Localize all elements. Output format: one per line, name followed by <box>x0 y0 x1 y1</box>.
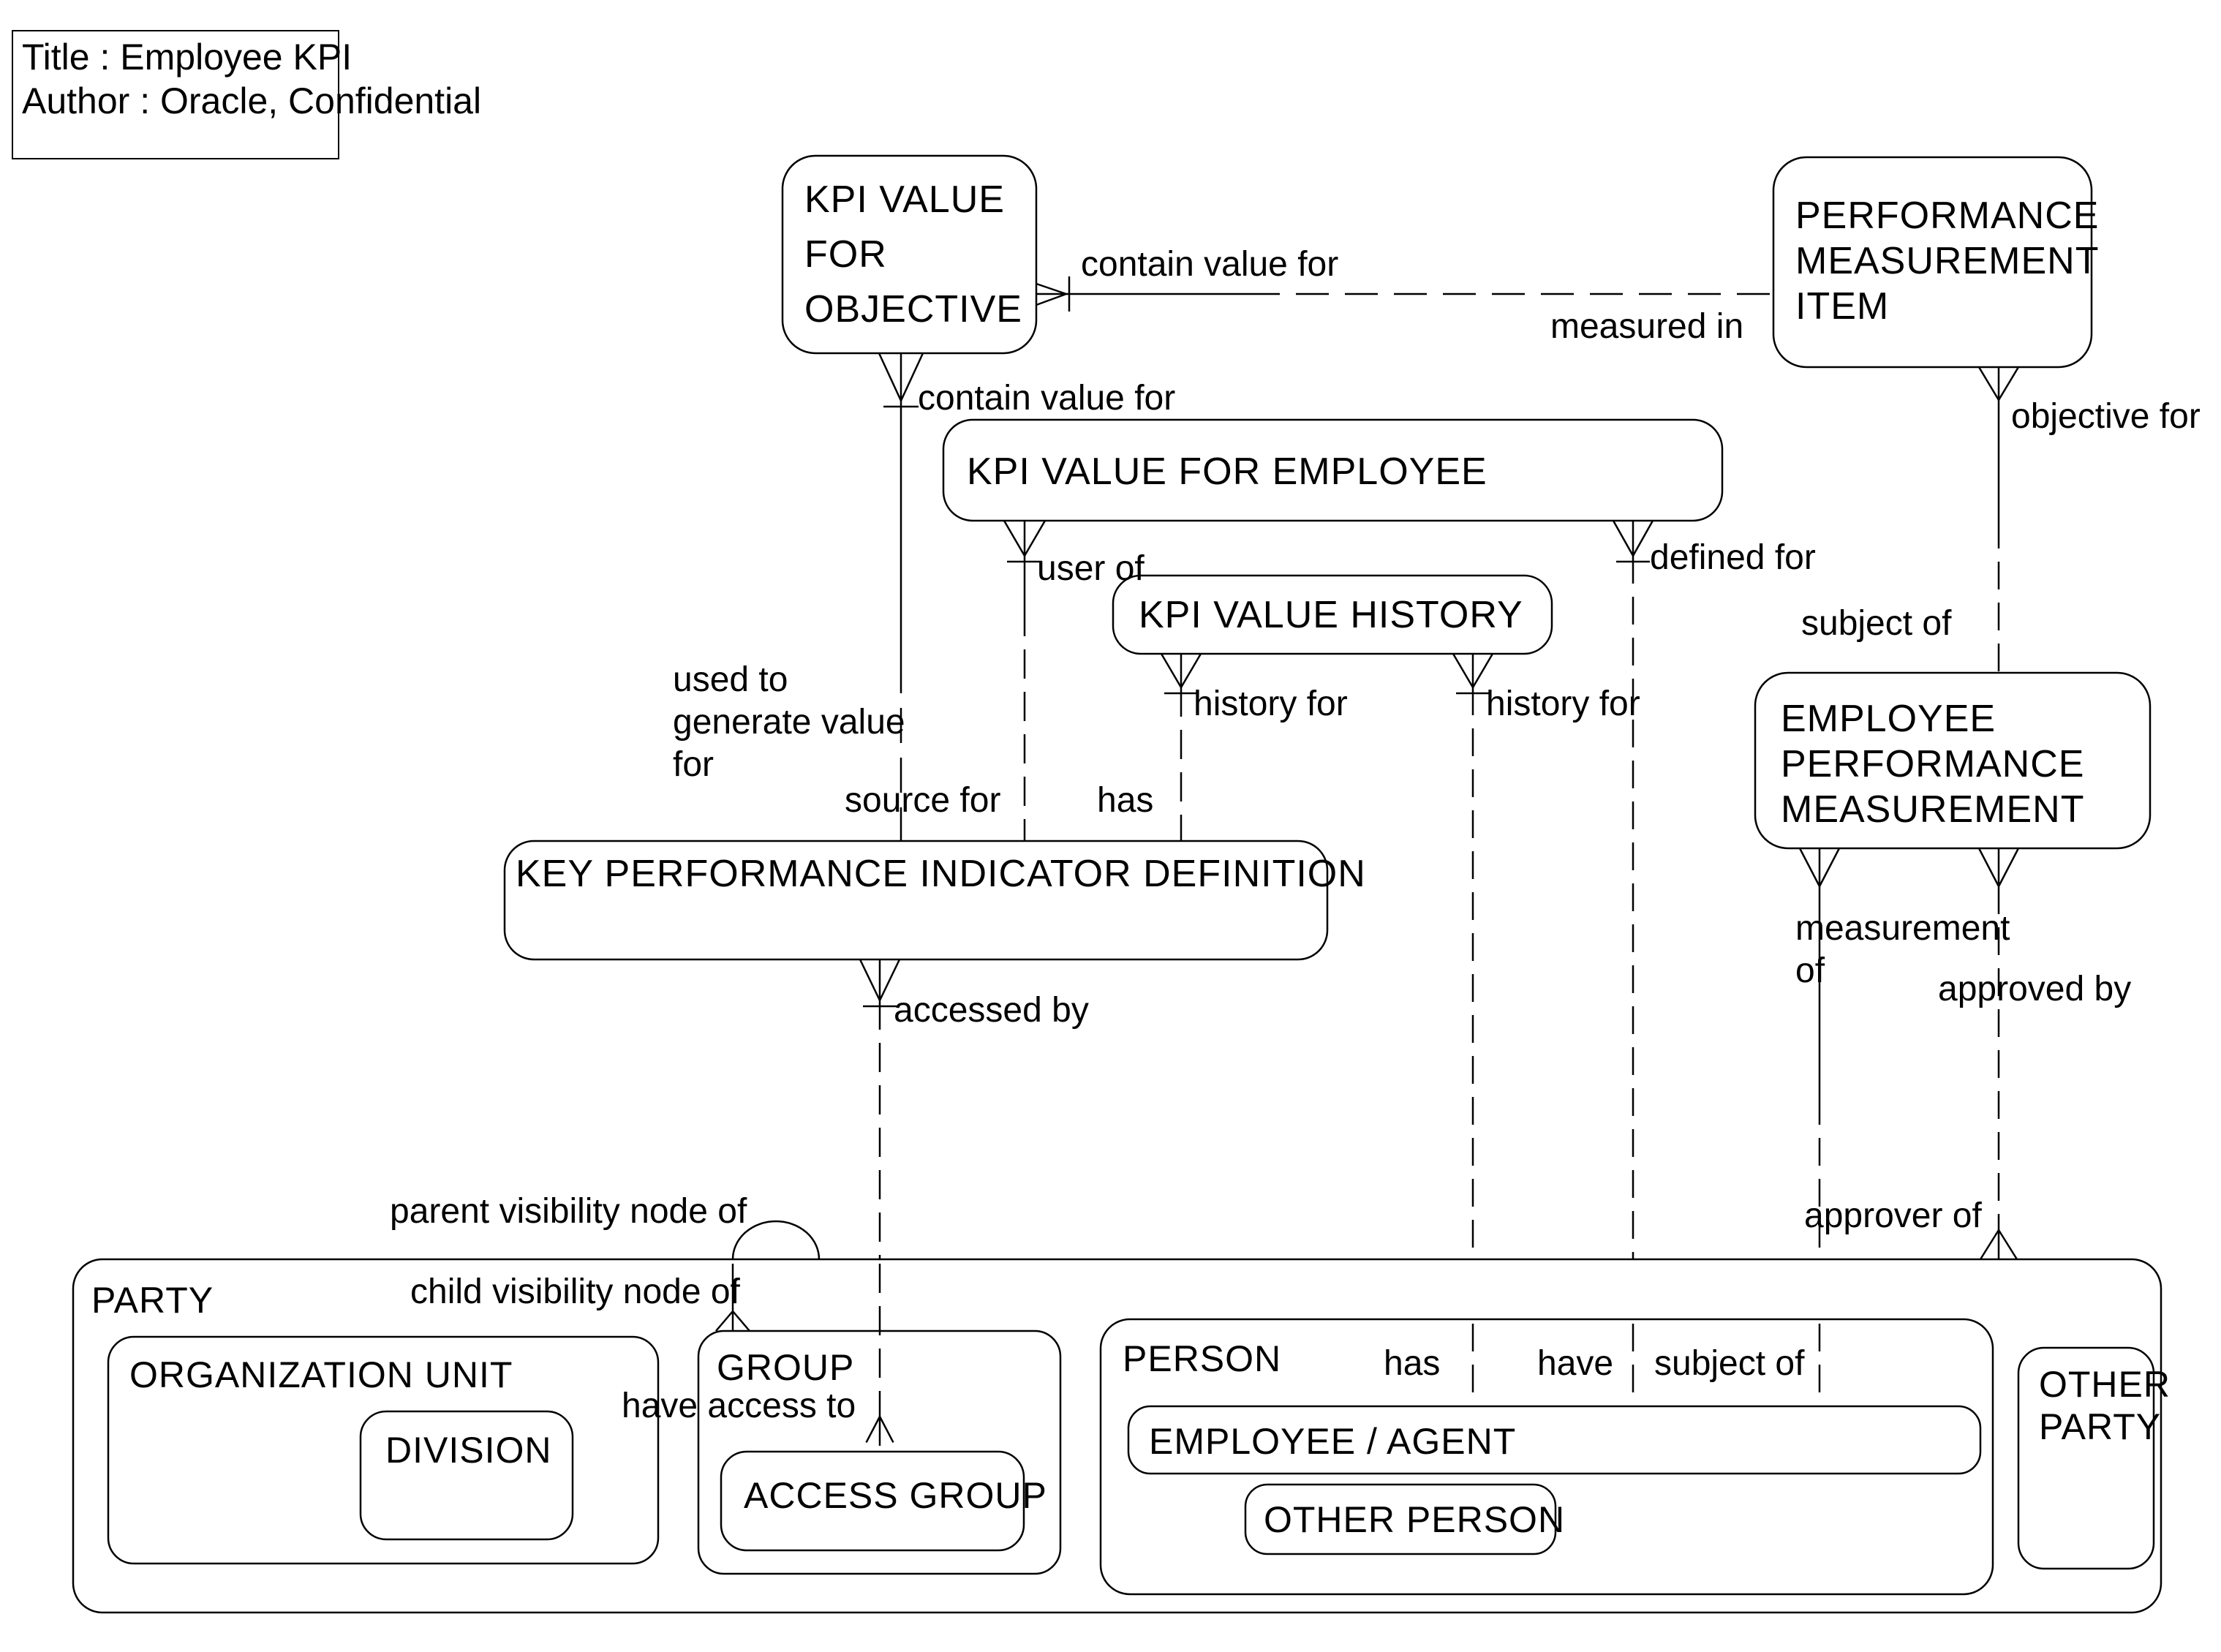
label-has-person: has <box>1384 1344 1440 1383</box>
entity-kpi-value-for-objective <box>781 154 1038 355</box>
organization-unit-label: ORGANIZATION UNIT <box>129 1354 513 1395</box>
kve-label: KPI VALUE FOR EMPLOYEE <box>967 450 1487 493</box>
label-has-mid: has <box>1097 781 1153 820</box>
label-child-visibility-node-of: child visibility node of <box>410 1272 741 1311</box>
entity-other-party <box>2017 1346 2155 1570</box>
entity-key-performance-indicator-definition <box>503 840 1329 961</box>
crowsfoot-kvo-bottom <box>878 352 924 408</box>
crowsfoot-epm-right <box>1977 848 2020 887</box>
entity-employee-agent <box>1127 1405 1982 1475</box>
diagram-title: Title : Employee KPI <box>22 37 352 78</box>
pmi-label-line3: ITEM <box>1795 285 1889 328</box>
label-measurement-of-line1: measurement <box>1795 909 2010 948</box>
crowsfoot-kve-right <box>1612 520 1654 563</box>
label-subject-of-person: subject of <box>1654 1344 1805 1383</box>
crowsfoot-epm-left <box>1798 848 1841 887</box>
label-objective-for: objective for <box>2011 397 2201 436</box>
label-contain-value-for-vertical: contain value for <box>918 379 1175 418</box>
other-party-label-line2: PARTY <box>2039 1406 2161 1447</box>
epm-label-line3: MEASUREMENT <box>1781 788 2084 831</box>
other-person-label: OTHER PERSON <box>1264 1499 1565 1540</box>
kpid-label: KEY PERFORMANCE INDICATOR DEFINITION <box>516 853 1366 895</box>
pmi-label-line1: PERFORMANCE <box>1795 195 2099 237</box>
entity-kpi-value-for-employee <box>942 418 1724 522</box>
recursive-arc-party <box>731 1220 821 1260</box>
access-group-label: ACCESS GROUP <box>744 1475 1047 1516</box>
line-accessed-by-into-group <box>860 1264 900 1452</box>
label-used-to-generate-line1: used to <box>673 660 788 699</box>
kvh-label: KPI VALUE HISTORY <box>1139 594 1523 636</box>
label-contain-value-for-horizontal: contain value for <box>1081 245 1338 284</box>
crowsfoot-kvh-left <box>1160 653 1202 695</box>
entity-other-person <box>1244 1483 1557 1555</box>
party-label: PARTY <box>91 1280 214 1321</box>
label-history-for-right: history for <box>1486 684 1640 723</box>
entity-access-group <box>720 1450 1025 1552</box>
label-history-for-left: history for <box>1194 684 1348 723</box>
epm-label-line2: PERFORMANCE <box>1781 743 2084 785</box>
label-user-of: user of <box>1037 549 1145 588</box>
label-approver-of: approver of <box>1804 1196 1982 1235</box>
entity-division <box>359 1410 574 1541</box>
title-box <box>12 30 339 159</box>
entity-performance-measurement-item <box>1772 156 2093 369</box>
kvo-label-line2: FOR <box>804 233 887 276</box>
epm-label-line1: EMPLOYEE <box>1781 698 1996 740</box>
group-label: GROUP <box>717 1347 854 1388</box>
kvo-label-line1: KPI VALUE <box>804 178 1005 221</box>
relationship-labels: contain value for measured in contain va… <box>390 245 2201 1425</box>
label-subject-of-top: subject of <box>1801 604 1952 643</box>
crowsfoot-kvh-right <box>1452 653 1494 695</box>
label-used-to-generate-line3: for <box>673 745 714 784</box>
label-measured-in: measured in <box>1550 307 1743 346</box>
label-used-to-generate-line2: generate value <box>673 703 905 742</box>
entity-kpi-value-history <box>1112 574 1553 655</box>
entity-labels: KPI VALUE FOR OBJECTIVE PERFORMANCE MEAS… <box>91 178 2171 1540</box>
label-have-person: have <box>1537 1344 1613 1383</box>
entity-employee-performance-measurement <box>1754 671 2152 850</box>
label-accessed-by: accessed by <box>894 991 1089 1030</box>
kvo-label-line3: OBJECTIVE <box>804 288 1022 331</box>
employee-agent-label: EMPLOYEE / AGENT <box>1149 1421 1516 1462</box>
label-measurement-of-line2: of <box>1795 951 1825 990</box>
label-parent-visibility-node-of: parent visibility node of <box>390 1192 747 1231</box>
other-party-label-line1: OTHER <box>2039 1364 2171 1405</box>
label-approved-by: approved by <box>1938 970 2131 1008</box>
diagram-author: Author : Oracle, Confidential <box>22 80 481 121</box>
pmi-label-line2: MEASUREMENT <box>1795 240 2099 282</box>
label-defined-for: defined for <box>1650 538 1816 577</box>
crowsfoot-kvo-right <box>1036 276 1071 312</box>
recursive-stem-overlay <box>715 1264 750 1332</box>
title-block: Title : Employee KPI Author : Oracle, Co… <box>12 30 481 159</box>
crowsfoot-party-top-approver <box>1979 1229 2018 1260</box>
interior-line-overlays <box>715 1264 1821 1452</box>
label-source-for: source for <box>845 781 1000 820</box>
crowsfoot-kpid-bottom <box>859 959 901 1008</box>
person-label: PERSON <box>1123 1338 1281 1379</box>
crowsfoot-kve-left <box>1003 520 1047 563</box>
entity-boxes <box>72 154 2162 1614</box>
division-label: DIVISION <box>385 1430 551 1471</box>
label-have-access-to: have access to <box>622 1387 856 1425</box>
crowsfoot-pmi-bottom <box>1977 366 2020 401</box>
